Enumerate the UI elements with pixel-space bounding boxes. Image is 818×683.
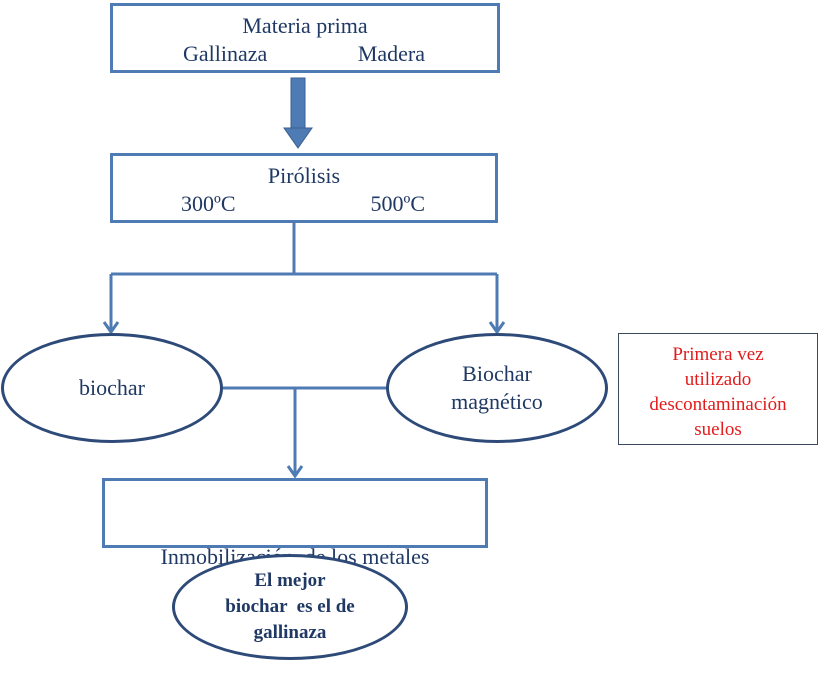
pyrolysis-title: Pirólisis	[267, 163, 341, 188]
conclusion-ellipse: El mejor biochar es el de gallinaza	[172, 554, 408, 660]
raw-material-box: Materia prima Gallinaza Madera	[110, 3, 500, 73]
immobilization-box: Inmobilización de los metales pesados	[102, 478, 488, 653]
note-line: Primera vez	[672, 344, 764, 365]
pyrolysis-temperature: 500ºC	[370, 191, 426, 216]
arrowhead-left	[102, 321, 120, 335]
conclusion-line: biochar es el de	[225, 596, 355, 617]
raw-material-title: Materia prima	[242, 13, 368, 38]
magnetic-biochar-label-2: magnético	[451, 389, 543, 414]
note-line: suelos	[694, 419, 742, 440]
pyrolysis-temperature: 300ºC	[181, 191, 236, 216]
raw-material-option: Madera	[357, 41, 425, 66]
magnetic-biochar-label-1: Biochar	[462, 361, 532, 386]
biochar-label: biochar	[79, 375, 145, 400]
block-arrow	[283, 77, 313, 149]
note-line: utilizado	[684, 369, 752, 390]
note-box: Primera vez utilizado descontaminación s…	[618, 333, 818, 445]
arrowhead-right	[488, 321, 506, 335]
conclusion-line: gallinaza	[253, 622, 327, 643]
note-line: descontaminación	[649, 394, 787, 415]
connectors	[102, 77, 506, 479]
conclusion-line: El mejor	[254, 570, 326, 591]
raw-material-option: Gallinaza	[183, 41, 268, 66]
magnetic-biochar-ellipse: Biochar magnético	[386, 333, 608, 443]
biochar-ellipse: biochar	[1, 333, 223, 443]
pyrolysis-box: Pirólisis 300ºC 500ºC	[110, 153, 498, 223]
arrowhead-down	[286, 465, 304, 479]
